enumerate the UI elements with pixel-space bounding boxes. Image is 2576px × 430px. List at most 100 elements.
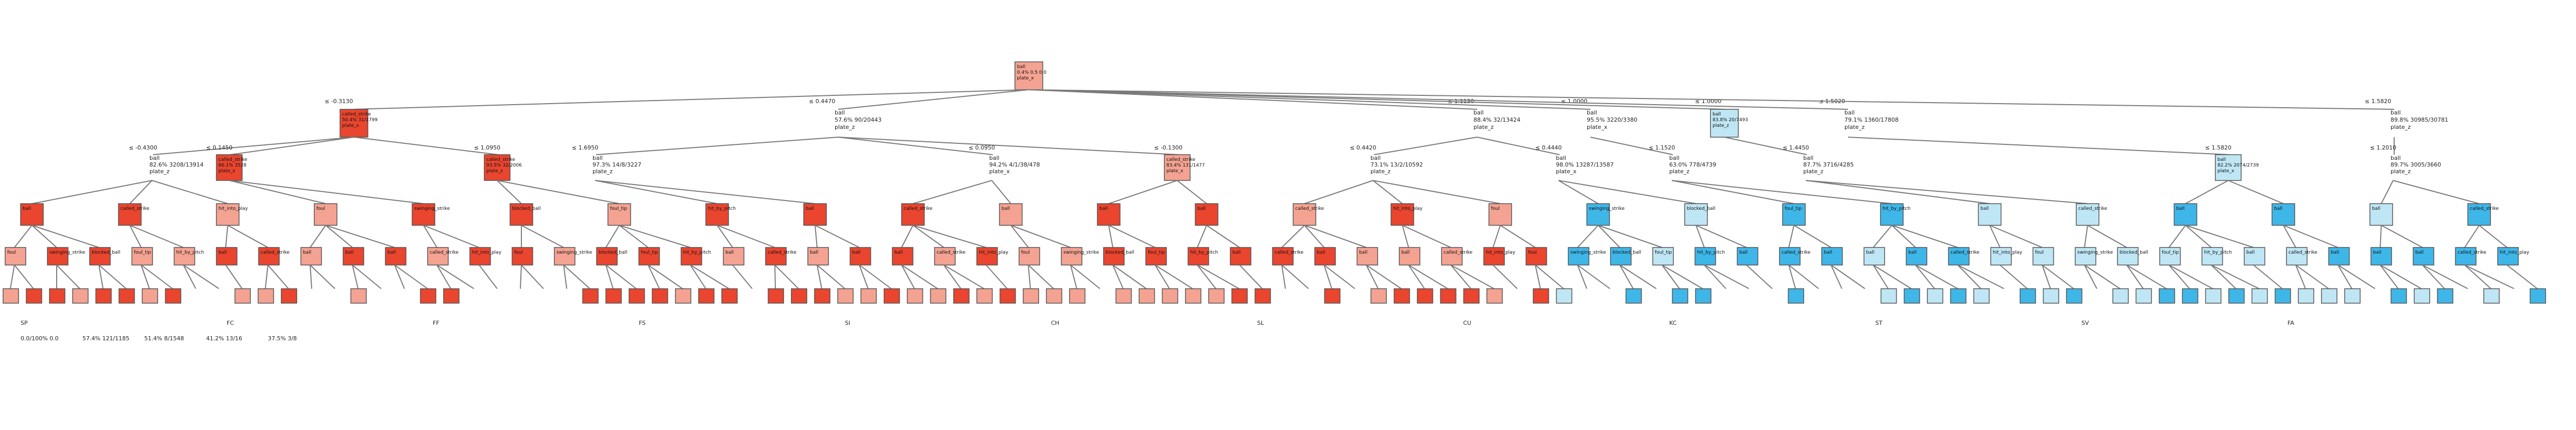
edge-l4-l5-26 [605,264,614,289]
edge-l4-l5-101 [2337,264,2352,289]
edge-l4-l5-85 [1957,264,1981,289]
l1-node-label-5: ball [1844,109,1855,116]
l5-node-12 [281,288,297,304]
edge-l4-l5-0 [10,264,15,289]
l5-node-5 [118,288,135,304]
edge-l4-l5-34 [774,264,799,289]
edge-l4-l5-6 [141,264,150,289]
l3-node-6-text-0: foul_tip [610,206,627,211]
edge-l4-l5-73 [1662,264,1703,289]
l5-node-95 [2205,288,2222,304]
edge-l4-l5-105 [2422,264,2445,289]
l4-node-28: hit_by_pitch [1188,247,1218,266]
edge-l4-l5-95 [2168,264,2213,289]
l5-node-84 [1950,288,1967,304]
l4-node-48: foul [2032,247,2054,266]
l4-node-4-text-0: hit_by_pitch [176,250,204,255]
l1-node-class-3: plate_x [1587,124,1607,130]
bottom-row-label-0: SP [21,320,28,326]
edge-l4-l5-30 [690,264,706,289]
l5-node-27 [629,288,645,304]
edge-l4-l5-32 [732,264,753,289]
l5-node-59 [1370,288,1387,304]
l5-node-57 [1324,288,1341,304]
l4-node-14-text-0: blocked_ball [599,250,628,255]
edge-root-l1-1 [838,89,1029,110]
l3-node-14: hit_into_play [1391,203,1423,226]
l4-node-29: ball [1230,247,1251,266]
bottom-row-stat-3: 41.2% 13/16 [206,335,242,342]
l5-node-70 [1625,288,1642,304]
l5-node-24 [560,289,575,303]
edge-l3-l4-5 [225,225,228,248]
l4-node-22-text-0: called_strike [937,250,966,255]
edge-l4-l5-48 [1112,264,1124,289]
bottom-row-stat-0: 0.0/100% 0.0 [21,335,59,342]
l2-split-label-10: ≤ 1.5820 [2205,144,2231,151]
edge-l4-l5-66 [1535,264,1541,289]
l4-node-12-text-0: foul [514,250,523,255]
l3-node-3: foul [314,203,337,226]
edge-l2-l3-8 [595,180,816,204]
edge-l4-l5-59 [1366,264,1379,289]
edge-l4-l5-56 [1281,264,1309,289]
edge-l4-l5-4 [98,264,104,289]
l3-node-1: called_strike [118,203,150,226]
edge-l3-l4-57 [2381,225,2423,248]
edge-l3-l4-4 [129,225,184,248]
edge-l4-l5-89 [2042,264,2074,289]
edge-l2-l3-7 [595,180,718,204]
l1-node-label-2: ball [1473,109,1484,116]
l1-node-label-3: ball [1587,109,1597,116]
l2-split-label-11: ≤ 1.2010 [2370,144,2396,151]
l4-node-3-text-0: foul_tip [134,250,151,255]
l5-node-9 [212,289,227,303]
edge-l3-l4-30 [1281,225,1305,248]
edge-l2-l3-22 [2185,180,2229,204]
l5-node-85 [1973,288,1990,304]
l2-node-class-7: plate_x [1556,168,1577,175]
bottom-row-stat-2: 51.4% 8/1548 [144,335,184,342]
edge-l1-l2-1 [230,137,354,155]
l4-node-46: called_strike [1948,247,1980,266]
l5-node-76 [1765,289,1781,303]
l5-node-31 [721,288,738,304]
l1-node-class-5: plate_z [1844,124,1865,130]
l5-node-35 [814,288,831,304]
l4-node-19-text-0: ball [810,250,818,255]
edge-l3-l4-21 [901,225,913,248]
edge-l4-l5-19 [436,264,451,289]
l4-node-35-text-0: hit_into_play [1486,250,1516,255]
l2-node-stat-4: 94.2% 4/1/38/478 [989,161,1040,168]
root-node-text-0: ball [1017,64,1025,70]
edge-l2-l3-25 [2393,180,2480,204]
l3-node-3-text-0: foul [316,206,325,211]
edge-l4-l5-91 [2084,264,2121,289]
l3-node-6: foul_tip [607,203,631,226]
bottom-row-label-10: SV [2081,320,2089,326]
edge-l3-l4-33 [1402,225,1409,248]
edge-l2-l3-24 [2381,180,2394,204]
edge-l2-l3-14 [1372,180,1403,204]
edge-l2-l3-2 [151,180,228,204]
root-node-text-1: 0.4% 0.5 0.0 [1017,70,1046,75]
edge-l3-l4-41 [1696,225,1747,248]
l2-node-stat-3: 97.3% 14/8/3227 [592,161,641,168]
l5-node-29 [675,288,691,304]
l5-node-102 [2368,289,2383,303]
bottom-row-label-3: FS [639,320,646,326]
l5-node-87 [2020,288,2036,304]
edge-l2-l3-0 [31,180,152,204]
l3-node-23-text-0: ball [2274,206,2282,211]
edge-l3-l4-49 [2084,225,2088,248]
l4-node-11: hit_into_play [469,247,502,266]
l4-node-41: ball [1737,247,1758,266]
l5-node-64 [1486,288,1503,304]
l4-node-48-text-0: foul [2035,250,2044,255]
edge-l4-l5-1 [14,264,34,289]
l4-node-18-text-0: called_strike [768,250,797,255]
